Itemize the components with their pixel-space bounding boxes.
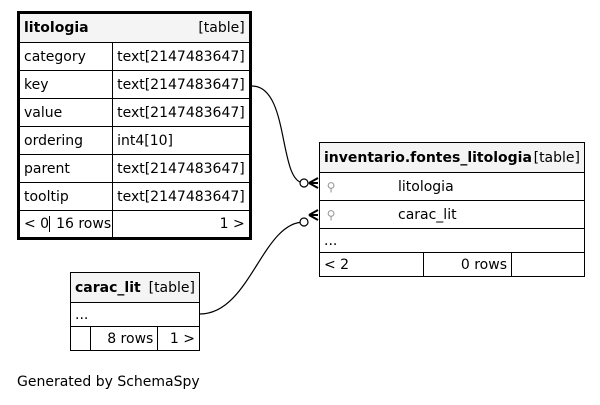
column-type: text[2147483647]: [112, 70, 251, 99]
litologia-table[interactable]: litologia [table] category text[21474836…: [17, 11, 252, 240]
table-name[interactable]: litologia: [24, 20, 89, 36]
zero-cardinality-marker: [299, 178, 309, 188]
column-name: category: [17, 42, 114, 71]
column-row: ⚲ carac_lit: [319, 200, 585, 229]
crowfoot-marker: [308, 209, 319, 221]
table-header: inventario.fontes_litologia [table]: [319, 142, 585, 173]
ellipsis: ...: [319, 228, 585, 253]
table-header-cell: litologia [table]: [18, 12, 251, 43]
row-count: 8 rows: [89, 326, 159, 351]
table-type: [table]: [533, 149, 580, 166]
column-name: ordering: [17, 126, 114, 155]
column-type: text[2147483647]: [112, 154, 251, 183]
column-name: parent: [17, 154, 114, 183]
column-row: value text[2147483647]: [17, 98, 251, 127]
key-icon: ⚲: [326, 207, 336, 222]
footer-left-cell: < 0 16 rows: [17, 210, 114, 239]
column-type: text[2147483647]: [112, 182, 251, 211]
children-count: [511, 252, 585, 277]
column-row: parent text[2147483647]: [17, 154, 251, 183]
column-name: tooltip: [17, 182, 114, 211]
column-name: key: [17, 70, 114, 99]
column-type: int4[10]: [112, 126, 251, 155]
column-row: category text[2147483647]: [17, 42, 251, 71]
table-header-cell: carac_lit [table]: [70, 272, 200, 303]
table-footer: 8 rows 1 >: [70, 326, 200, 351]
table-header-cell: inventario.fontes_litologia [table]: [319, 142, 585, 173]
carac-lit-table[interactable]: carac_lit [table] ... 8 rows 1 >: [70, 272, 200, 351]
ellipsis-row: ...: [70, 302, 200, 327]
table-name[interactable]: inventario.fontes_litologia: [324, 149, 532, 166]
column-row: key text[2147483647]: [17, 70, 251, 99]
fontes-litologia-table[interactable]: inventario.fontes_litologia [table] ⚲ lit…: [319, 142, 585, 277]
column-row: tooltip text[2147483647]: [17, 182, 251, 211]
column-type: text[2147483647]: [112, 98, 251, 127]
table-footer: < 0 16 rows 1 >: [17, 210, 251, 239]
crowfoot-marker: [308, 177, 319, 189]
table-name[interactable]: carac_lit: [75, 279, 141, 296]
key-icon: ⚲: [326, 179, 336, 194]
table-type: [table]: [198, 20, 245, 36]
column-cell: ⚲ carac_lit: [319, 200, 585, 229]
column-name: carac_lit: [398, 206, 457, 223]
children-count[interactable]: 1 >: [157, 326, 200, 351]
table-header: carac_lit [table]: [70, 272, 200, 303]
ellipsis-row: ...: [319, 228, 585, 253]
parents-count[interactable]: < 0: [24, 216, 50, 232]
column-row: ordering int4[10]: [17, 126, 251, 155]
generated-by-label: Generated by SchemaSpy: [17, 374, 200, 390]
relationship-line-litologia-key: [251, 85, 305, 184]
table-header: litologia [table]: [18, 12, 251, 43]
column-row: ⚲ litologia: [319, 172, 585, 201]
children-count[interactable]: 1 >: [112, 210, 251, 239]
table-footer: < 2 0 rows: [319, 252, 585, 277]
parents-count[interactable]: < 2: [319, 252, 424, 277]
parents-count: [70, 326, 91, 351]
row-count: 0 rows: [423, 252, 512, 277]
zero-cardinality-marker: [299, 217, 309, 227]
table-type: [table]: [148, 279, 195, 296]
row-count: 16 rows: [49, 216, 112, 232]
column-name: value: [17, 98, 114, 127]
column-cell: ⚲ litologia: [319, 172, 585, 201]
ellipsis: ...: [70, 302, 200, 327]
column-name: litologia: [398, 178, 454, 195]
column-type: text[2147483647]: [112, 42, 251, 71]
